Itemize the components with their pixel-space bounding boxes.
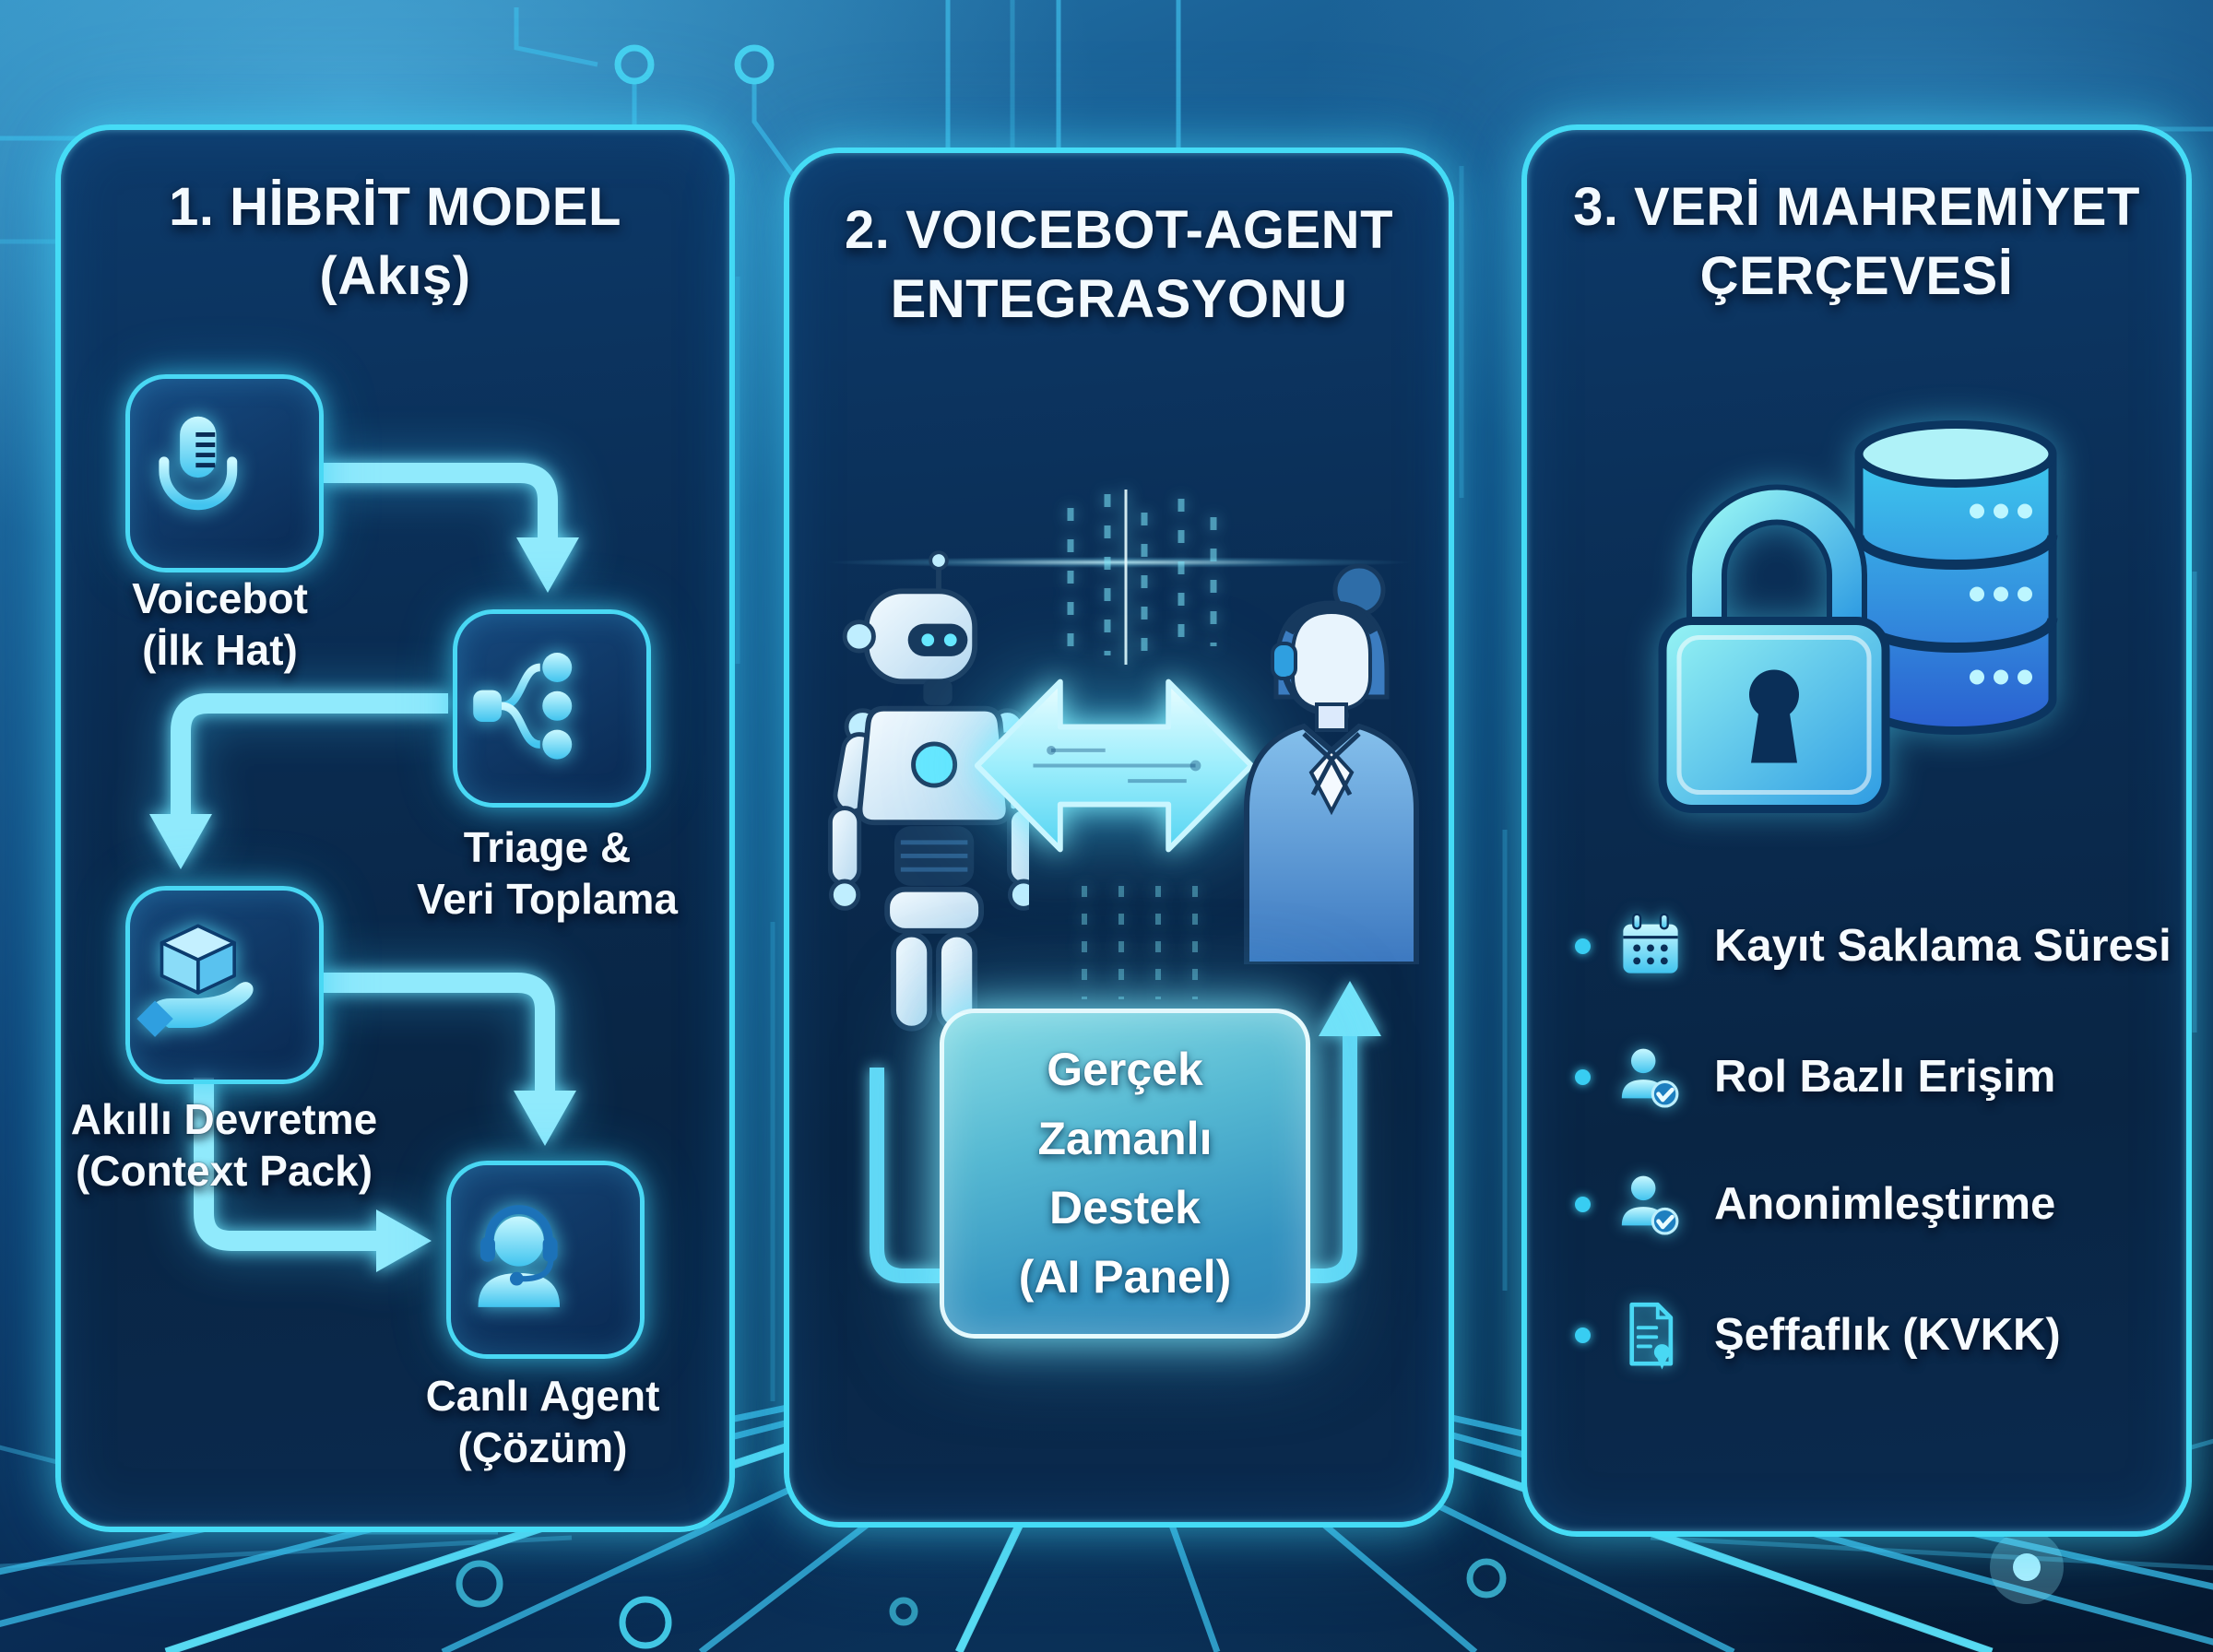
support-line1: Gerçek (1047, 1044, 1203, 1095)
panel-privacy-title: 3. VERİ MAHREMİYET ÇERÇEVESİ (1527, 172, 2186, 312)
panel-hybrid-title-line1: 1. HİBRİT MODEL (169, 177, 621, 237)
light-flare (826, 557, 1412, 568)
bullet-dot (1575, 1196, 1591, 1212)
node-voicebot (125, 374, 324, 572)
node-live-agent (446, 1161, 645, 1359)
realtime-support-text: Gerçek Zamanlı Destek (AI Panel) (1019, 1035, 1232, 1312)
user-check-icon (1615, 1168, 1686, 1240)
privacy-item-label: Rol Bazlı Erişim (1714, 1052, 2056, 1102)
voicebot-label-line1: Voicebot (132, 574, 308, 622)
privacy-item-retention: Kayıt Saklama Süresi (1575, 898, 2172, 994)
certificate-document-icon (1615, 1299, 1686, 1371)
integration-connectors (870, 490, 1381, 1283)
calendar-icon (1615, 910, 1686, 982)
hand-box-icon (130, 914, 319, 1056)
agent-label-line2: (Çözüm) (457, 1423, 628, 1472)
node-triage (453, 609, 651, 808)
privacy-item-label: Şeffaflık (KVKK) (1714, 1310, 2061, 1360)
panel-data-privacy: 3. VERİ MAHREMİYET ÇERÇEVESİ (1521, 124, 2192, 1537)
triage-label-line1: Triage & (463, 823, 632, 871)
bullet-dot (1575, 1068, 1591, 1085)
node-voicebot-label: Voicebot (İlk Hat) (70, 572, 370, 676)
flow-arrows (149, 463, 579, 1272)
node-handoff (125, 886, 324, 1084)
panel-hybrid-title: 1. HİBRİT MODEL (Akış) (61, 172, 729, 312)
node-live-agent-label: Canlı Agent (Çözüm) (393, 1370, 692, 1473)
user-check-icon (1615, 1041, 1686, 1113)
bidirectional-arrow (969, 662, 1260, 869)
handoff-label-line1: Akıllı Devretme (70, 1095, 378, 1143)
privacy-item-label: Anonimleştirme (1714, 1179, 2056, 1229)
bullet-dot (1575, 1327, 1591, 1343)
panel-hybrid-model: 1. HİBRİT MODEL (Akış) Voicebot (55, 124, 735, 1532)
node-triage-label: Triage & Veri Toplama (397, 821, 697, 925)
human-agent-illustration (1221, 559, 1442, 967)
privacy-item-anonymization: Anonimleştirme (1575, 1156, 2172, 1252)
support-line3: Destek (1049, 1182, 1201, 1233)
bullet-dot (1575, 938, 1591, 954)
support-line4: (AI Panel) (1018, 1251, 1232, 1303)
panel-voicebot-agent-integration: 2. VOICEBOT-AGENT ENTEGRASYONU (784, 148, 1454, 1528)
triage-label-line2: Veri Toplama (417, 875, 678, 924)
headset-agent-icon (451, 1189, 640, 1330)
voicebot-label-line2: (İlk Hat) (142, 626, 298, 675)
agent-label-line1: Canlı Agent (425, 1372, 660, 1420)
support-line2: Zamanlı (1037, 1113, 1213, 1164)
panel-integration-title-line2: ENTEGRASYONU (890, 269, 1348, 330)
panel-privacy-title-line2: ÇERÇEVESİ (1699, 246, 2014, 307)
microphone-icon (130, 403, 319, 544)
panel-integration-title: 2. VOICEBOT-AGENT ENTEGRASYONU (789, 195, 1449, 335)
privacy-item-label: Kayıt Saklama Süresi (1714, 921, 2172, 971)
padlock-database-illustration (1624, 388, 2085, 826)
branch-network-icon (457, 638, 646, 779)
privacy-item-role-access: Rol Bazlı Erişim (1575, 1029, 2172, 1125)
realtime-support-box: Gerçek Zamanlı Destek (AI Panel) (940, 1009, 1310, 1339)
node-handoff-label: Akıllı Devretme (Context Pack) (44, 1093, 404, 1197)
panel-privacy-title-line1: 3. VERİ MAHREMİYET (1573, 177, 2140, 237)
privacy-item-transparency: Şeffaflık (KVKK) (1575, 1287, 2172, 1383)
handoff-label-line2: (Context Pack) (75, 1147, 373, 1196)
panel-integration-title-line1: 2. VOICEBOT-AGENT (844, 200, 1393, 260)
panel-hybrid-title-line2: (Akış) (319, 246, 471, 307)
